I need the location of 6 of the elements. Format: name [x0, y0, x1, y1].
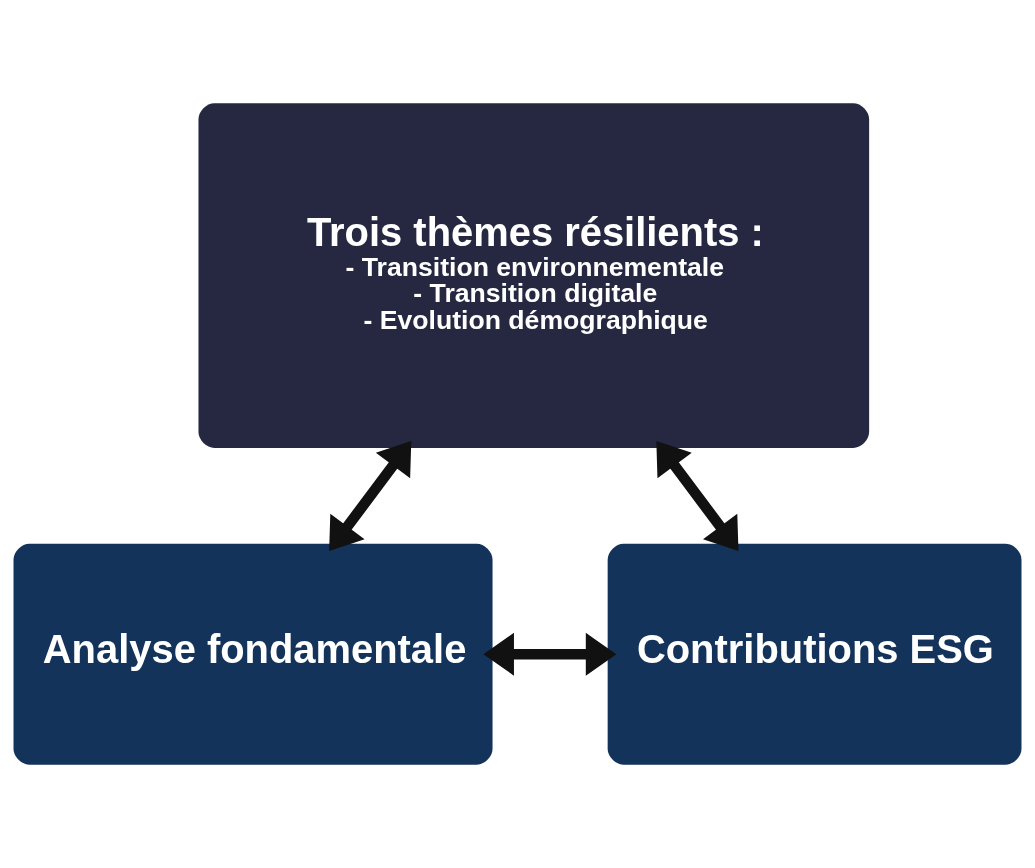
- node-box: Analyse fondamentale: [13, 543, 493, 765]
- arrow: [483, 632, 617, 676]
- arrow: [656, 441, 739, 551]
- node-box: Contributions ESG: [607, 543, 1022, 765]
- node-box: Trois thèmes résilients : - Transition environnementale - Transition digitale - Evolution démographique: [198, 103, 870, 448]
- arrow: [329, 441, 412, 551]
